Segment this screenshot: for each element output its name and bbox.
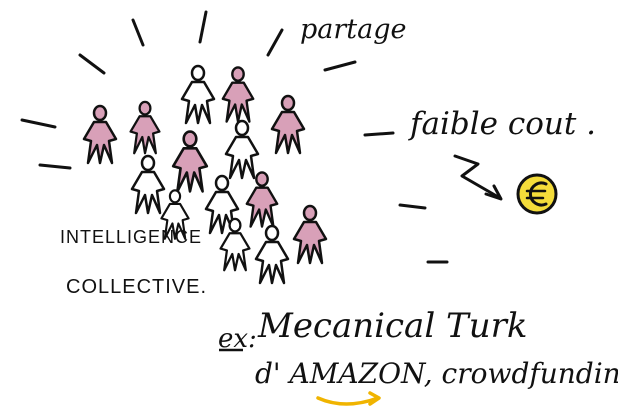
people-crowd-icon [82, 64, 328, 285]
faible-cout-label: faible cout . [410, 106, 596, 142]
person-figure [129, 100, 161, 155]
person-figure [221, 66, 255, 123]
person-figure [254, 224, 290, 285]
person-figure [82, 104, 118, 165]
person-figure [160, 189, 190, 240]
person-figure [292, 204, 328, 265]
highlight-arrow-icon [316, 391, 381, 406]
collective-label: COLLECTIVE. [66, 276, 208, 298]
ex-label: ex: [218, 324, 257, 354]
euro-coin-icon [516, 173, 558, 215]
example-line-1: Mecanical Turk [258, 306, 528, 346]
person-figure [224, 119, 260, 180]
person-figure [130, 154, 166, 215]
intelligence-label: INTELLIGENCE [60, 227, 203, 247]
radiating-lines [20, 10, 449, 264]
partage-label: partage [300, 14, 407, 45]
person-figure [245, 171, 279, 228]
zigzag-arrow-icon [453, 154, 503, 201]
person-figure [180, 64, 216, 125]
person-figure [171, 130, 209, 193]
person-figure [270, 94, 306, 155]
example-line-2: d' AMAZON, crowdfunding [255, 357, 618, 390]
person-figure [219, 217, 251, 272]
